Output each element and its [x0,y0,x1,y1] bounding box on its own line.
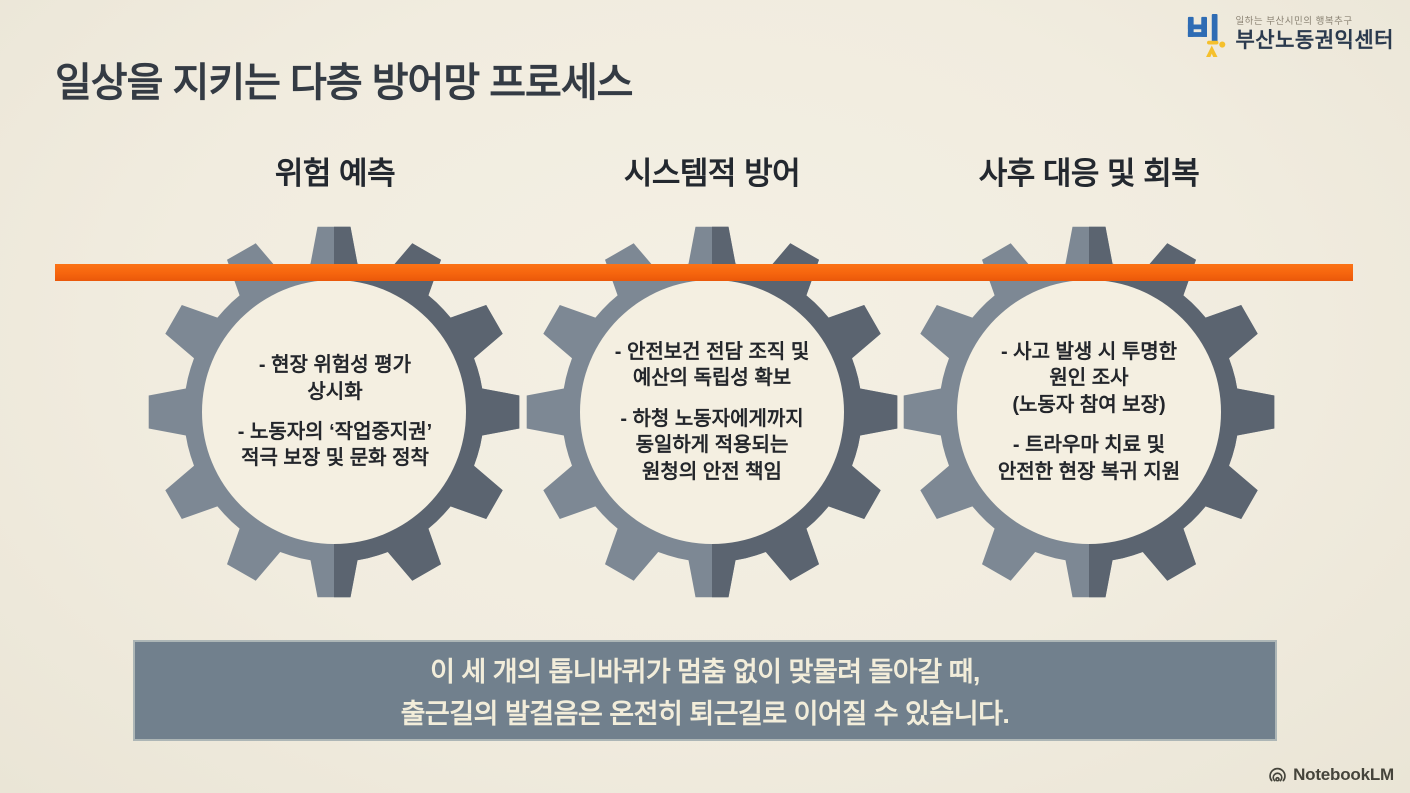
gear-icon [526,226,898,598]
bullet-item: - 안전보건 전담 조직 및 예산의 독립성 확보 [614,341,810,390]
gear-icon [148,226,520,598]
org-name: 부산노동권익센터 [1235,28,1394,52]
gear-3-header: 사후 대응 및 회복 [978,156,1200,191]
gear-1-details: - 현장 위험성 평가 상시화 - 노동자의 ‘작업중지권’ 적극 보장 및 문… [199,296,471,528]
orange-process-line [55,264,1353,281]
bullet-item: - 현장 위험성 평가 상시화 [258,354,412,403]
bullet-item: - 하청 노동자에게까지 동일하게 적용되는 원청의 안전 책임 [620,407,804,483]
page-title: 일상을 지키는 다층 방어망 프로세스 [55,61,633,105]
notebooklm-watermark: NotebookLM [1268,765,1394,785]
org-logo: 일하는 부산시민의 행복추구 부산노동권익센터 [1186,12,1394,58]
gear-3-details: - 사고 발생 시 투명한 원인 조사 (노동자 참여 보장) - 트라우마 치… [953,296,1225,528]
bullet-item: - 노동자의 ‘작업중지권’ 적극 보장 및 문화 정착 [237,421,433,470]
gear-2-details: - 안전보건 전담 조직 및 예산의 독립성 확보 - 하청 노동자에게까지 동… [576,296,848,528]
conclusion-banner: 이 세 개의 톱니바퀴가 멈춤 없이 맞물려 돌아갈 때, 출근길의 발걸음은 … [133,640,1277,741]
busan-labor-rights-logo-icon [1188,14,1226,57]
bullet-item: - 트라우마 치료 및 안전한 현장 복귀 지원 [997,434,1181,483]
notebooklm-label: NotebookLM [1293,765,1394,784]
banner-line-1: 이 세 개의 톱니바퀴가 멈춤 없이 맞물려 돌아갈 때, [430,657,980,687]
gear-1-header: 위험 예측 [274,156,396,191]
gear-icon [903,226,1275,598]
org-text-block: 일하는 부산시민의 행복추구 부산노동권익센터 [1235,15,1394,53]
notebooklm-icon [1269,767,1286,781]
bullet-item: - 사고 발생 시 투명한 원인 조사 (노동자 참여 보장) [1000,341,1178,416]
org-slogan: 일하는 부산시민의 행복추구 [1235,15,1353,27]
gear-2-header: 시스템적 방어 [623,156,801,191]
banner-line-2: 출근길의 발걸음은 온전히 퇴근길로 이어질 수 있습니다. [400,699,1010,729]
